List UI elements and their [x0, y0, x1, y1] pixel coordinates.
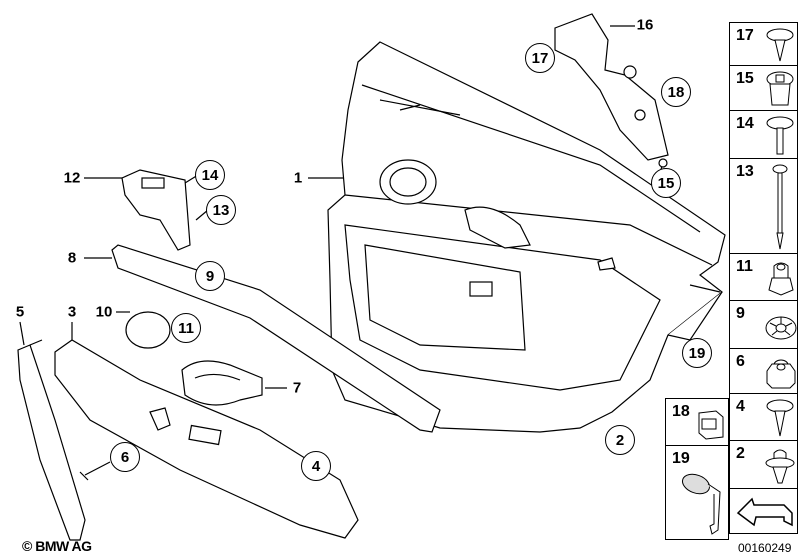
arrow-icon: [736, 497, 793, 527]
part-number: 18: [672, 403, 690, 420]
part-number: 9: [736, 305, 745, 322]
label-8: 8: [67, 249, 77, 267]
part-box-17: 17: [729, 22, 798, 66]
hex-nut-icon: [766, 359, 796, 389]
label-10: 10: [95, 303, 113, 321]
part-box-19: 19: [665, 445, 729, 540]
catalog-arrow-box: [729, 488, 798, 534]
label-1: 1: [293, 169, 303, 187]
callout-6: 6: [110, 442, 140, 472]
part-number: 17: [736, 27, 754, 44]
callout-4: 4: [301, 451, 331, 481]
door-trim-panel: [327, 41, 726, 433]
screw-short-icon: [766, 116, 794, 155]
clip-block-icon: [698, 410, 724, 440]
part-number: 6: [736, 353, 745, 370]
part-box-14: 14: [729, 110, 798, 159]
callout-11: 11: [171, 313, 201, 343]
long-screw-icon: [772, 164, 788, 250]
part-box-2: 2: [729, 440, 798, 489]
callout-15: 15: [651, 168, 681, 198]
collar-nut-icon: [768, 262, 794, 296]
part-number: 19: [672, 450, 690, 467]
part-box-9: 9: [729, 300, 798, 349]
label-12: 12: [63, 169, 81, 187]
part-number: 13: [736, 163, 754, 180]
part-number: 11: [736, 258, 753, 275]
inner-door-handle: [181, 360, 263, 406]
part-number: 2: [736, 445, 745, 462]
callout-14: 14: [195, 160, 225, 190]
label-3: 3: [67, 303, 77, 321]
switch-bracket: [121, 169, 191, 251]
part-number: 4: [736, 398, 745, 415]
push-clip-icon: [765, 449, 795, 484]
part-number: 14: [736, 115, 754, 132]
callout-9: 9: [195, 261, 225, 291]
part-box-6: 6: [729, 348, 798, 394]
door-bracket: [554, 13, 669, 168]
sheet-metal-screw-icon: [766, 399, 794, 437]
callout-17: 17: [525, 43, 555, 73]
label-7: 7: [292, 379, 302, 397]
expanding-nut-icon: [766, 71, 794, 106]
callout-2: 2: [605, 425, 635, 455]
airbag-label-icon: [681, 473, 721, 535]
speaker-cover: [125, 311, 171, 349]
label-16: 16: [636, 16, 654, 34]
lock-washer-icon: [765, 316, 797, 340]
callout-18: 18: [661, 77, 691, 107]
part-box-15: 15: [729, 65, 798, 111]
callout-19: 19: [682, 338, 712, 368]
part-box-4: 4: [729, 393, 798, 441]
part-box-13: 13: [729, 158, 798, 254]
trim-strip: [111, 244, 441, 433]
label-5: 5: [15, 303, 25, 321]
part-number: 15: [736, 70, 754, 87]
armrest: [54, 339, 359, 539]
copyright: © BMW AG: [22, 538, 92, 554]
grab-handle: [17, 339, 86, 541]
screw-with-washer-icon: [766, 28, 794, 62]
part-box-11: 11: [729, 253, 798, 301]
document-number: 00160249: [738, 541, 792, 555]
part-box-18: 18: [665, 398, 729, 446]
callout-13: 13: [206, 195, 236, 225]
